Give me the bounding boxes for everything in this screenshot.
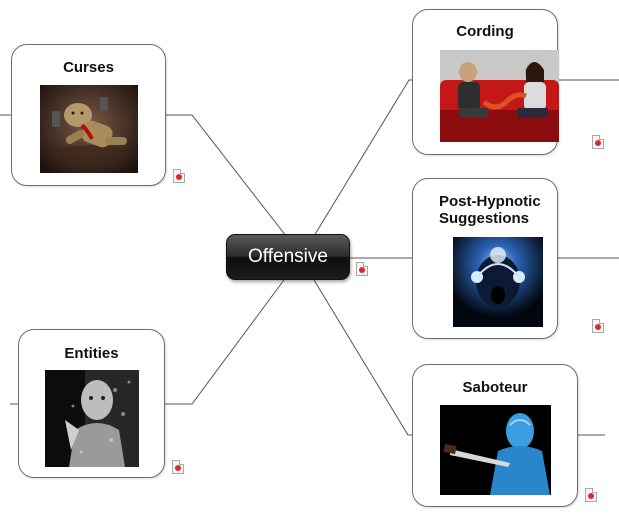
topic-entities-label: Entities (64, 345, 119, 362)
central-topic-label: Offensive (248, 246, 328, 267)
topic-cording[interactable]: Cording (412, 9, 559, 155)
cording-couple-image (440, 50, 559, 142)
topic-curses-label: Curses (63, 59, 114, 76)
connector-curses (166, 114, 287, 237)
voodoo-doll-image (40, 85, 138, 173)
connector-saboteur (313, 279, 413, 436)
document-attachment-icon[interactable] (592, 135, 604, 149)
document-attachment-icon[interactable] (585, 488, 597, 502)
document-attachment-icon[interactable] (173, 169, 185, 183)
topic-cording-label: Cording (456, 23, 514, 40)
topic-curses[interactable]: Curses (11, 44, 166, 186)
topic-post-hypnotic-label-line1: Post-Hypnotic (439, 193, 541, 210)
document-attachment-icon[interactable] (172, 460, 184, 474)
topic-post-hypnotic-label-line2: Suggestions (439, 210, 530, 227)
document-attachment-icon[interactable] (592, 319, 604, 333)
hypnotic-head-image (453, 237, 543, 327)
topic-saboteur-label: Saboteur (462, 379, 528, 396)
central-topic[interactable]: Offensive (226, 234, 350, 280)
connector-cording (313, 79, 413, 237)
topic-entities[interactable]: Entities (18, 329, 165, 478)
document-attachment-icon[interactable] (356, 262, 368, 276)
topic-post-hypnotic-label: Post-Hypnotic Suggestions (413, 193, 557, 227)
topic-saboteur[interactable]: Saboteur (412, 364, 578, 507)
saboteur-knife-image (440, 405, 551, 495)
connector-entities (165, 279, 285, 405)
topic-post-hypnotic-suggestions[interactable]: Post-Hypnotic Suggestions (412, 178, 558, 339)
entity-figure-image (45, 370, 139, 467)
